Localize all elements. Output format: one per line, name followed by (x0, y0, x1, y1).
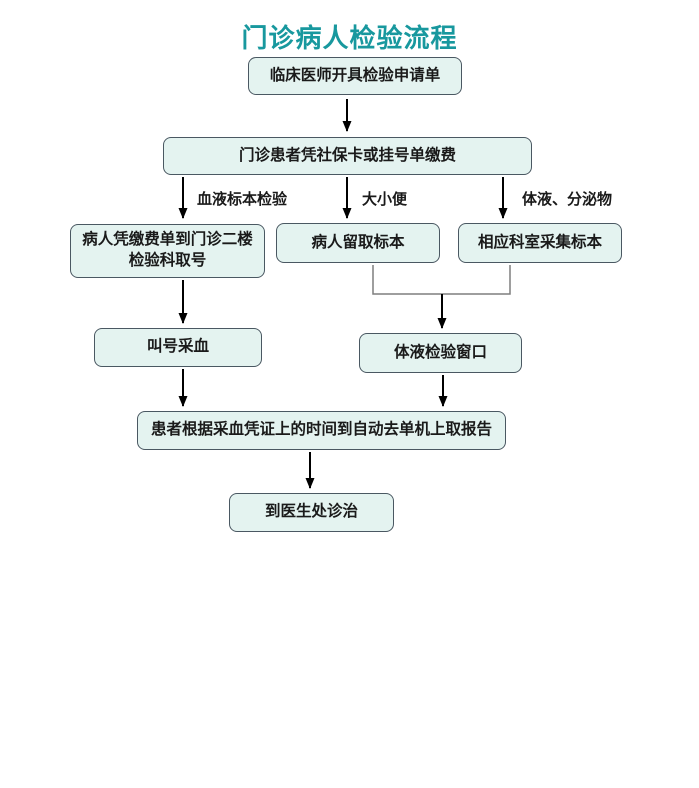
node-request: 临床医师开具检验申请单 (248, 57, 462, 95)
page-title: 门诊病人检验流程 (241, 23, 458, 53)
node-sample: 病人留取标本 (276, 223, 440, 263)
node-collect: 相应科室采集标本 (458, 223, 622, 263)
edge-label-blood: 血液标本检验 (197, 191, 288, 208)
node-call: 叫号采血 (94, 328, 262, 367)
edge-label-fluid: 体液、分泌物 (522, 191, 613, 208)
node-blood-queue: 病人凭缴费单到门诊二楼 检验科取号 (70, 224, 265, 278)
node-report: 患者根据采血凭证上的时间到自动去单机上取报告 (137, 411, 506, 450)
node-doctor: 到医生处诊治 (229, 493, 394, 532)
merge-bracket (372, 265, 511, 295)
edge-label-stool: 大小便 (362, 191, 408, 208)
node-pay: 门诊患者凭社保卡或挂号单缴费 (163, 137, 532, 175)
node-window: 体液检验窗口 (359, 333, 522, 373)
